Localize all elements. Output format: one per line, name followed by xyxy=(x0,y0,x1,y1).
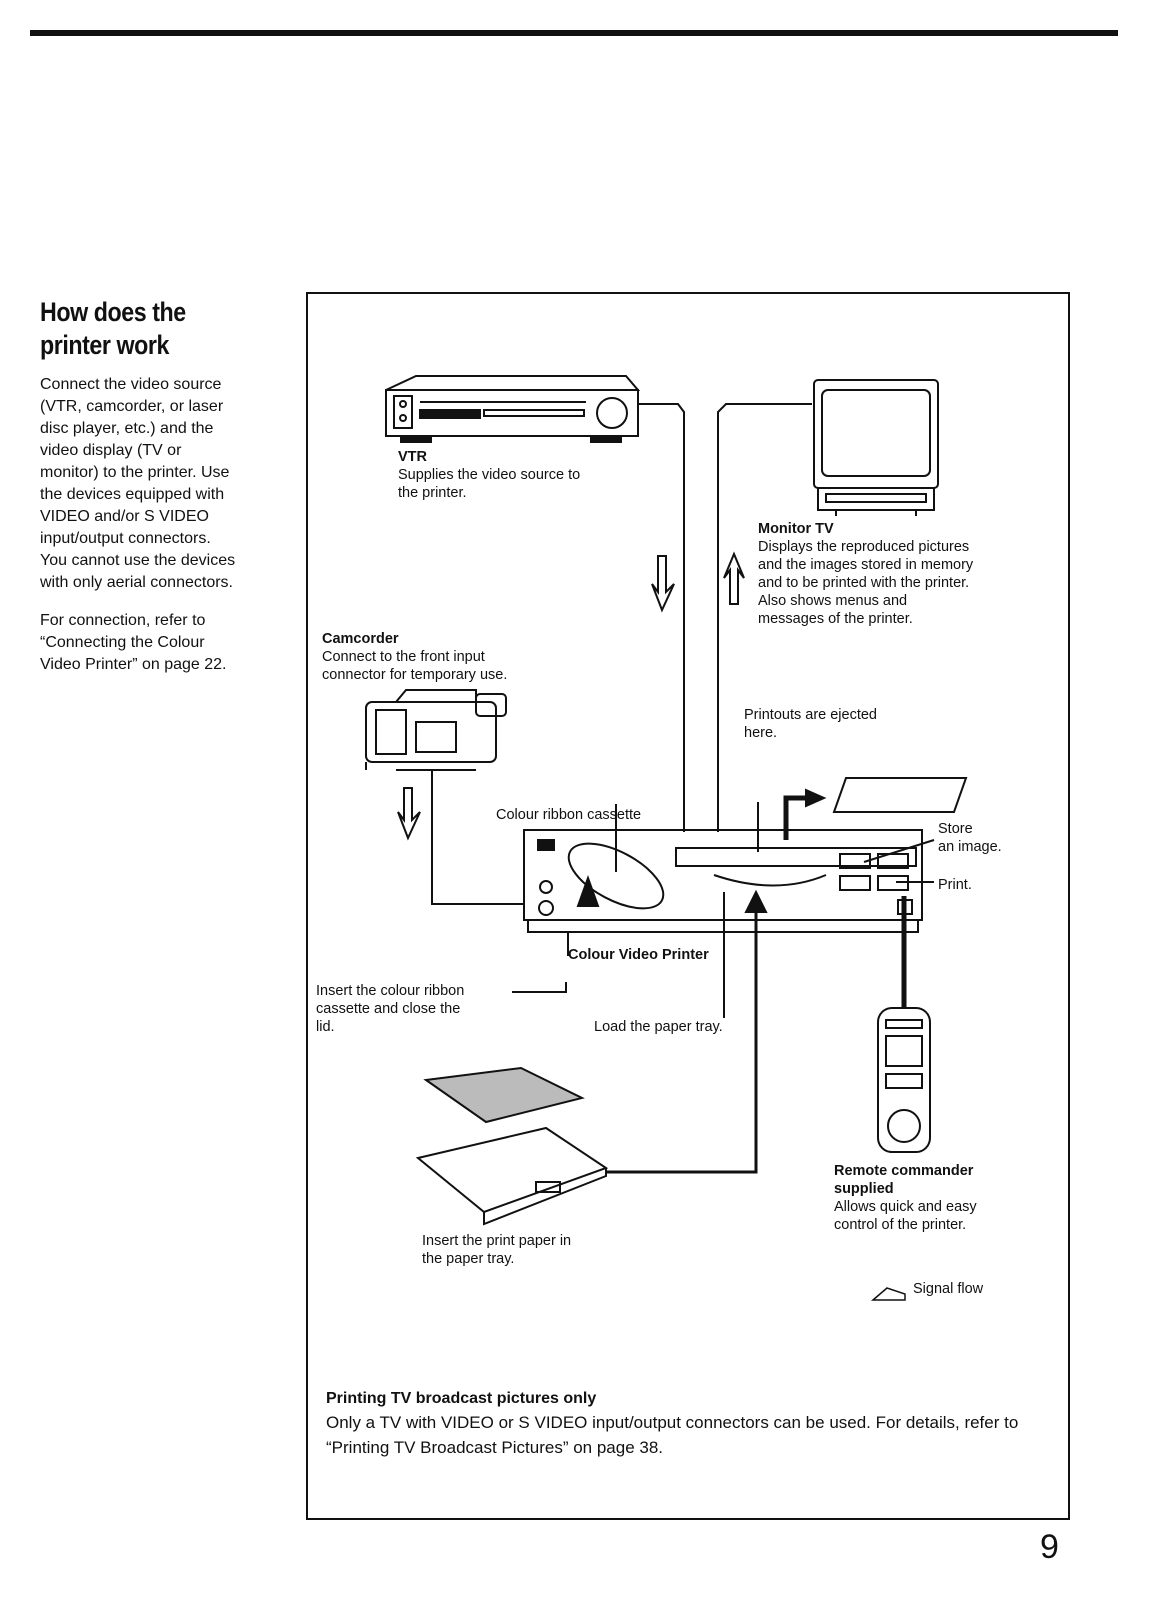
text-line: here. xyxy=(744,725,778,741)
reference-paragraph: For connection, refer to “Connecting the… xyxy=(40,610,270,676)
vtr-label: VTR Supplies the video source to the pri… xyxy=(398,448,580,502)
text-line: Supplies the video source to xyxy=(398,467,581,483)
camcorder-illustration xyxy=(365,689,507,771)
ribbon-label: Colour ribbon cassette xyxy=(496,807,642,823)
signal-lines xyxy=(431,403,935,1174)
remote-label: Remote commander supplied Allows quick a… xyxy=(834,1162,977,1234)
text-line: the printer. xyxy=(398,485,467,501)
text-line: disc player, etc.) and the xyxy=(40,420,214,437)
text-line: the paper tray. xyxy=(422,1251,515,1267)
text-line: Video Printer” on page 22. xyxy=(40,656,227,673)
camcorder-label: Camcorder Connect to the front input con… xyxy=(322,630,507,684)
connection-diagram xyxy=(365,375,968,1226)
vtr-title: VTR xyxy=(398,449,427,465)
text-line: control of the printer. xyxy=(834,1217,967,1233)
text-line: Store xyxy=(938,821,973,837)
text-line: video display (TV or xyxy=(40,442,182,459)
text-line: input/output connectors. xyxy=(40,530,211,547)
remote-illustration xyxy=(877,1007,931,1153)
text-line: Insert the colour ribbon xyxy=(316,983,465,999)
text-line: with only aerial connectors. xyxy=(40,574,233,591)
store-label: Store an image. xyxy=(938,820,1002,856)
text-line: Insert the print paper in xyxy=(422,1233,572,1249)
load-tray-label: Load the paper tray. xyxy=(594,1019,723,1035)
text-line: Displays the reproduced pictures xyxy=(758,539,970,555)
text-line: monitor) to the printer. Use xyxy=(40,464,230,481)
section-title: How does the printer work xyxy=(40,296,229,362)
monitor-label: Monitor TV Displays the reproduced pictu… xyxy=(758,520,973,628)
monitor-illustration xyxy=(813,379,939,516)
top-rule xyxy=(30,30,1118,36)
print-label: Print. xyxy=(938,877,972,893)
text-line: “Connecting the Colour xyxy=(40,634,205,651)
text-line: (VTR, camcorder, or laser xyxy=(40,398,224,415)
text-line: Connect the video source xyxy=(40,376,222,393)
monitor-title: Monitor TV xyxy=(758,521,834,537)
text-line: lid. xyxy=(316,1019,335,1035)
paper-tray-illustration xyxy=(415,1066,609,1226)
insert-ribbon-label: Insert the colour ribbon cassette and cl… xyxy=(316,982,464,1036)
text-line: Allows quick and easy xyxy=(834,1199,977,1215)
text-line: You cannot use the devices xyxy=(40,552,236,569)
remote-title: Remote commander xyxy=(834,1163,974,1179)
printer-label: Colour Video Printer xyxy=(568,947,709,963)
text-line: an image. xyxy=(938,839,1002,855)
text-line: and to be printed with the printer. xyxy=(758,575,970,591)
text-line: Also shows menus and xyxy=(758,593,908,609)
camcorder-title: Camcorder xyxy=(322,631,399,647)
text-line: the devices equipped with xyxy=(40,486,225,503)
text-line: and the images stored in memory xyxy=(758,557,974,573)
note-body: Only a TV with VIDEO or S VIDEO input/ou… xyxy=(326,1413,1019,1457)
note-title: Printing TV broadcast pictures only xyxy=(326,1390,597,1407)
intro-paragraph: Connect the video source (VTR, camcorder… xyxy=(40,374,270,594)
printouts-label: Printouts are ejected here. xyxy=(744,706,877,742)
text-line: connector for temporary use. xyxy=(322,667,508,683)
text-line: Printouts are ejected xyxy=(744,707,877,723)
text-line: cassette and close the xyxy=(316,1001,461,1017)
page-number: 9 xyxy=(1040,1528,1059,1566)
signal-arrows xyxy=(397,551,827,913)
vtr-illustration xyxy=(385,375,641,443)
legend-label: Signal flow xyxy=(913,1281,984,1297)
section-title-line: printer work xyxy=(40,330,170,360)
text-line: Connect to the front input xyxy=(322,649,485,665)
text-line: VIDEO and/or S VIDEO xyxy=(40,508,209,525)
insert-paper-label: Insert the print paper in the paper tray… xyxy=(422,1232,571,1268)
printer-illustration xyxy=(523,829,923,933)
text-line: messages of the printer. xyxy=(758,611,913,627)
printout-illustration xyxy=(832,777,968,813)
section-title-line: How does the xyxy=(40,297,186,327)
text-line: For connection, refer to xyxy=(40,612,206,629)
diagram-frame xyxy=(306,292,1070,1520)
remote-title: supplied xyxy=(834,1181,894,1197)
signal-flow-icon xyxy=(871,1287,906,1301)
